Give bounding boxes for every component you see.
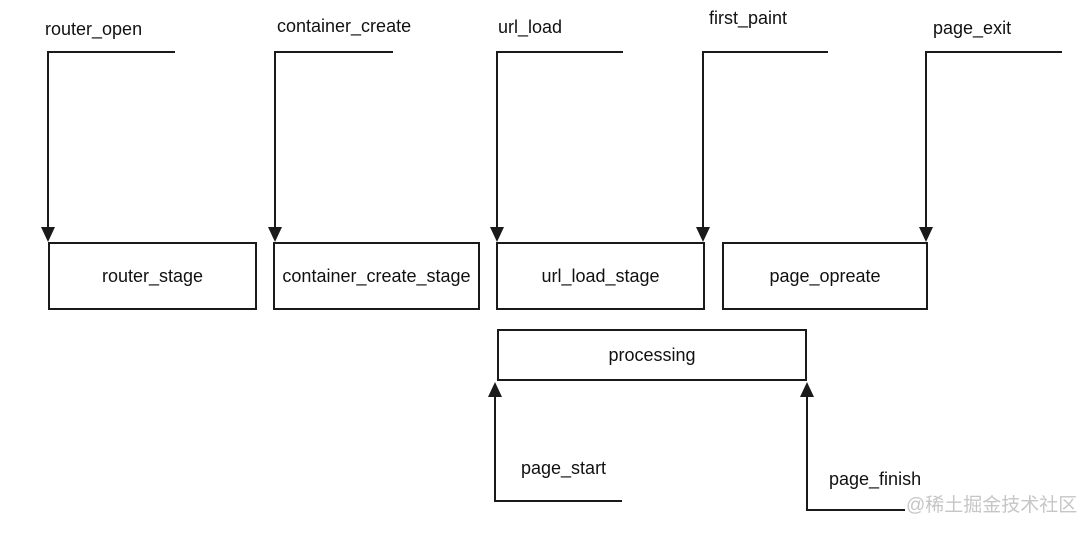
connector-first-paint bbox=[696, 51, 828, 242]
connector-router-open bbox=[41, 51, 175, 242]
arrow-up-icon bbox=[800, 382, 814, 397]
connector-url-load bbox=[490, 51, 623, 242]
stage-box-label: url_load_stage bbox=[541, 265, 660, 286]
stage-box-router-stage: router_stage bbox=[48, 242, 257, 310]
connector-page-exit bbox=[919, 51, 1062, 242]
event-label-page-exit: page_exit bbox=[933, 18, 1012, 38]
event-label-page-start: page_start bbox=[521, 458, 607, 478]
stage-box-processing: processing bbox=[497, 329, 807, 381]
arrow-down-icon bbox=[696, 227, 710, 242]
stage-box-label: page_opreate bbox=[769, 265, 881, 286]
arrow-down-icon bbox=[490, 227, 504, 242]
connector-page-finish bbox=[800, 382, 905, 511]
stage-box-label: router_stage bbox=[101, 265, 204, 286]
stage-box-container-create-stage: container_create_stage bbox=[273, 242, 480, 310]
event-label-url-load: url_load bbox=[498, 17, 563, 37]
connector-page-start bbox=[488, 382, 622, 502]
watermark-text: @稀土掘金技术社区 bbox=[906, 495, 1078, 516]
connector-container-create bbox=[268, 51, 393, 242]
event-label-first-paint: first_paint bbox=[709, 8, 788, 28]
stage-box-label: processing bbox=[608, 344, 696, 365]
event-label-router-open: router_open bbox=[45, 19, 143, 39]
arrow-down-icon bbox=[268, 227, 282, 242]
stage-box-url-load-stage: url_load_stage bbox=[496, 242, 705, 310]
arrow-down-icon bbox=[41, 227, 55, 242]
event-label-container-create: container_create bbox=[277, 16, 412, 36]
stage-box-label: container_create_stage bbox=[282, 265, 471, 286]
arrow-down-icon bbox=[919, 227, 933, 242]
arrow-up-icon bbox=[488, 382, 502, 397]
stage-box-page-opreate: page_opreate bbox=[722, 242, 928, 310]
event-label-page-finish: page_finish bbox=[829, 469, 922, 489]
